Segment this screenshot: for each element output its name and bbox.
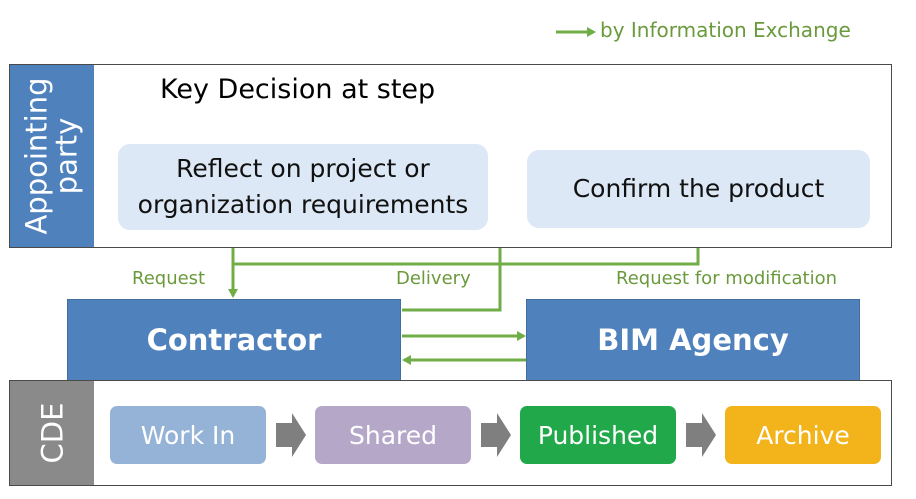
stage-work-in: Work In (110, 406, 266, 464)
reflect-line-2: organization requirements (137, 190, 469, 219)
cde-label-box: CDE (10, 381, 94, 485)
bim-agency-box: BIM Agency (526, 299, 860, 381)
confirm-product-box: Confirm the product (527, 150, 870, 228)
bim-agency-label: BIM Agency (597, 323, 789, 357)
reflect-requirements-box: Reflect on project or organization requi… (118, 144, 488, 230)
contractor-box: Contractor (67, 299, 401, 381)
stage-arrow-3 (686, 413, 716, 457)
contractor-label: Contractor (146, 323, 322, 357)
stage-published-label: Published (537, 420, 659, 450)
stage-published: Published (520, 406, 676, 464)
confirm-product-label: Confirm the product (572, 174, 825, 203)
legend-label: by Information Exchange (600, 18, 851, 42)
appointing-party-label-box: Appointing party (10, 65, 94, 247)
request-label: Request (132, 268, 206, 289)
stage-shared-label: Shared (348, 420, 437, 450)
stage-archive: Archive (725, 406, 881, 464)
stage-arrow-1 (276, 413, 306, 457)
delivery-label: Delivery (396, 268, 471, 289)
stage-work-in-label: Work In (140, 420, 236, 450)
stage-archive-label: Archive (756, 420, 850, 450)
reflect-line-1: Reflect on project or (176, 154, 430, 183)
key-decision-label: Key Decision at step (160, 74, 436, 105)
stage-arrow-2 (481, 413, 511, 457)
request-modification-label: Request for modification (616, 268, 838, 289)
stage-shared: Shared (315, 406, 471, 464)
